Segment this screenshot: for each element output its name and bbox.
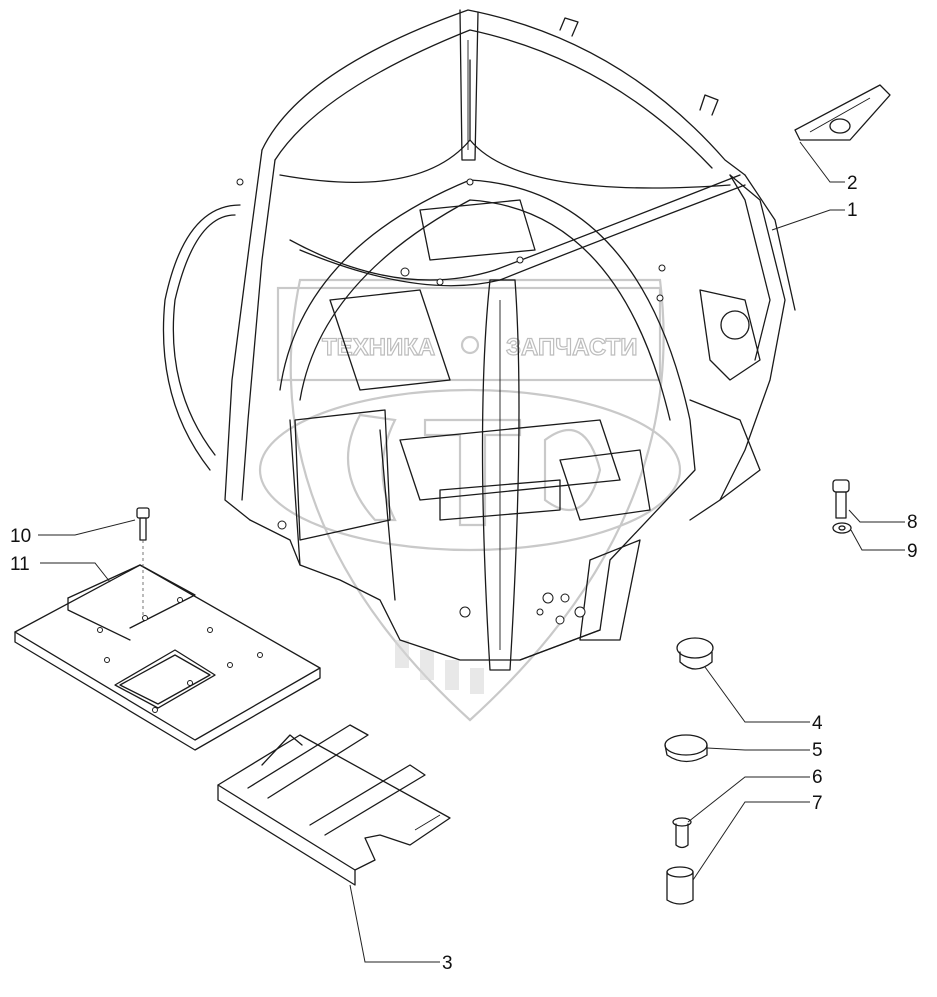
part-10-bolt [136,507,150,615]
cab-frame [162,9,796,671]
watermark-right-text: ЗАПЧАСТИ [506,334,638,361]
callout-4: 4 [812,713,823,734]
callout-1: 1 [847,200,858,221]
callout-11: 11 [10,554,30,575]
callout-9: 9 [907,541,918,562]
part-8-bolt [832,479,850,519]
callout-labels: 2 1 3 4 5 6 7 8 9 10 11 [10,173,918,974]
part-4-plug [676,637,714,670]
part-5-cap [664,734,708,763]
callout-5: 5 [812,740,823,761]
part-7-bushing [666,866,694,905]
callout-10: 10 [10,526,31,547]
callout-3: 3 [442,953,453,974]
callout-8: 8 [907,512,918,533]
watermark: ТЕХНИКА ЗАПЧАСТИ [258,278,682,722]
leader-lines [38,141,905,963]
watermark-left-text: ТЕХНИКА [322,334,435,361]
callout-2: 2 [847,173,858,194]
part-6-pin [672,817,692,849]
callout-7: 7 [812,793,823,814]
part-11-floor-plate [14,564,321,751]
part-9-washer [832,522,852,534]
part-3-bracket [217,724,451,886]
callout-6: 6 [812,767,823,788]
part-2-trim-piece [794,84,891,141]
